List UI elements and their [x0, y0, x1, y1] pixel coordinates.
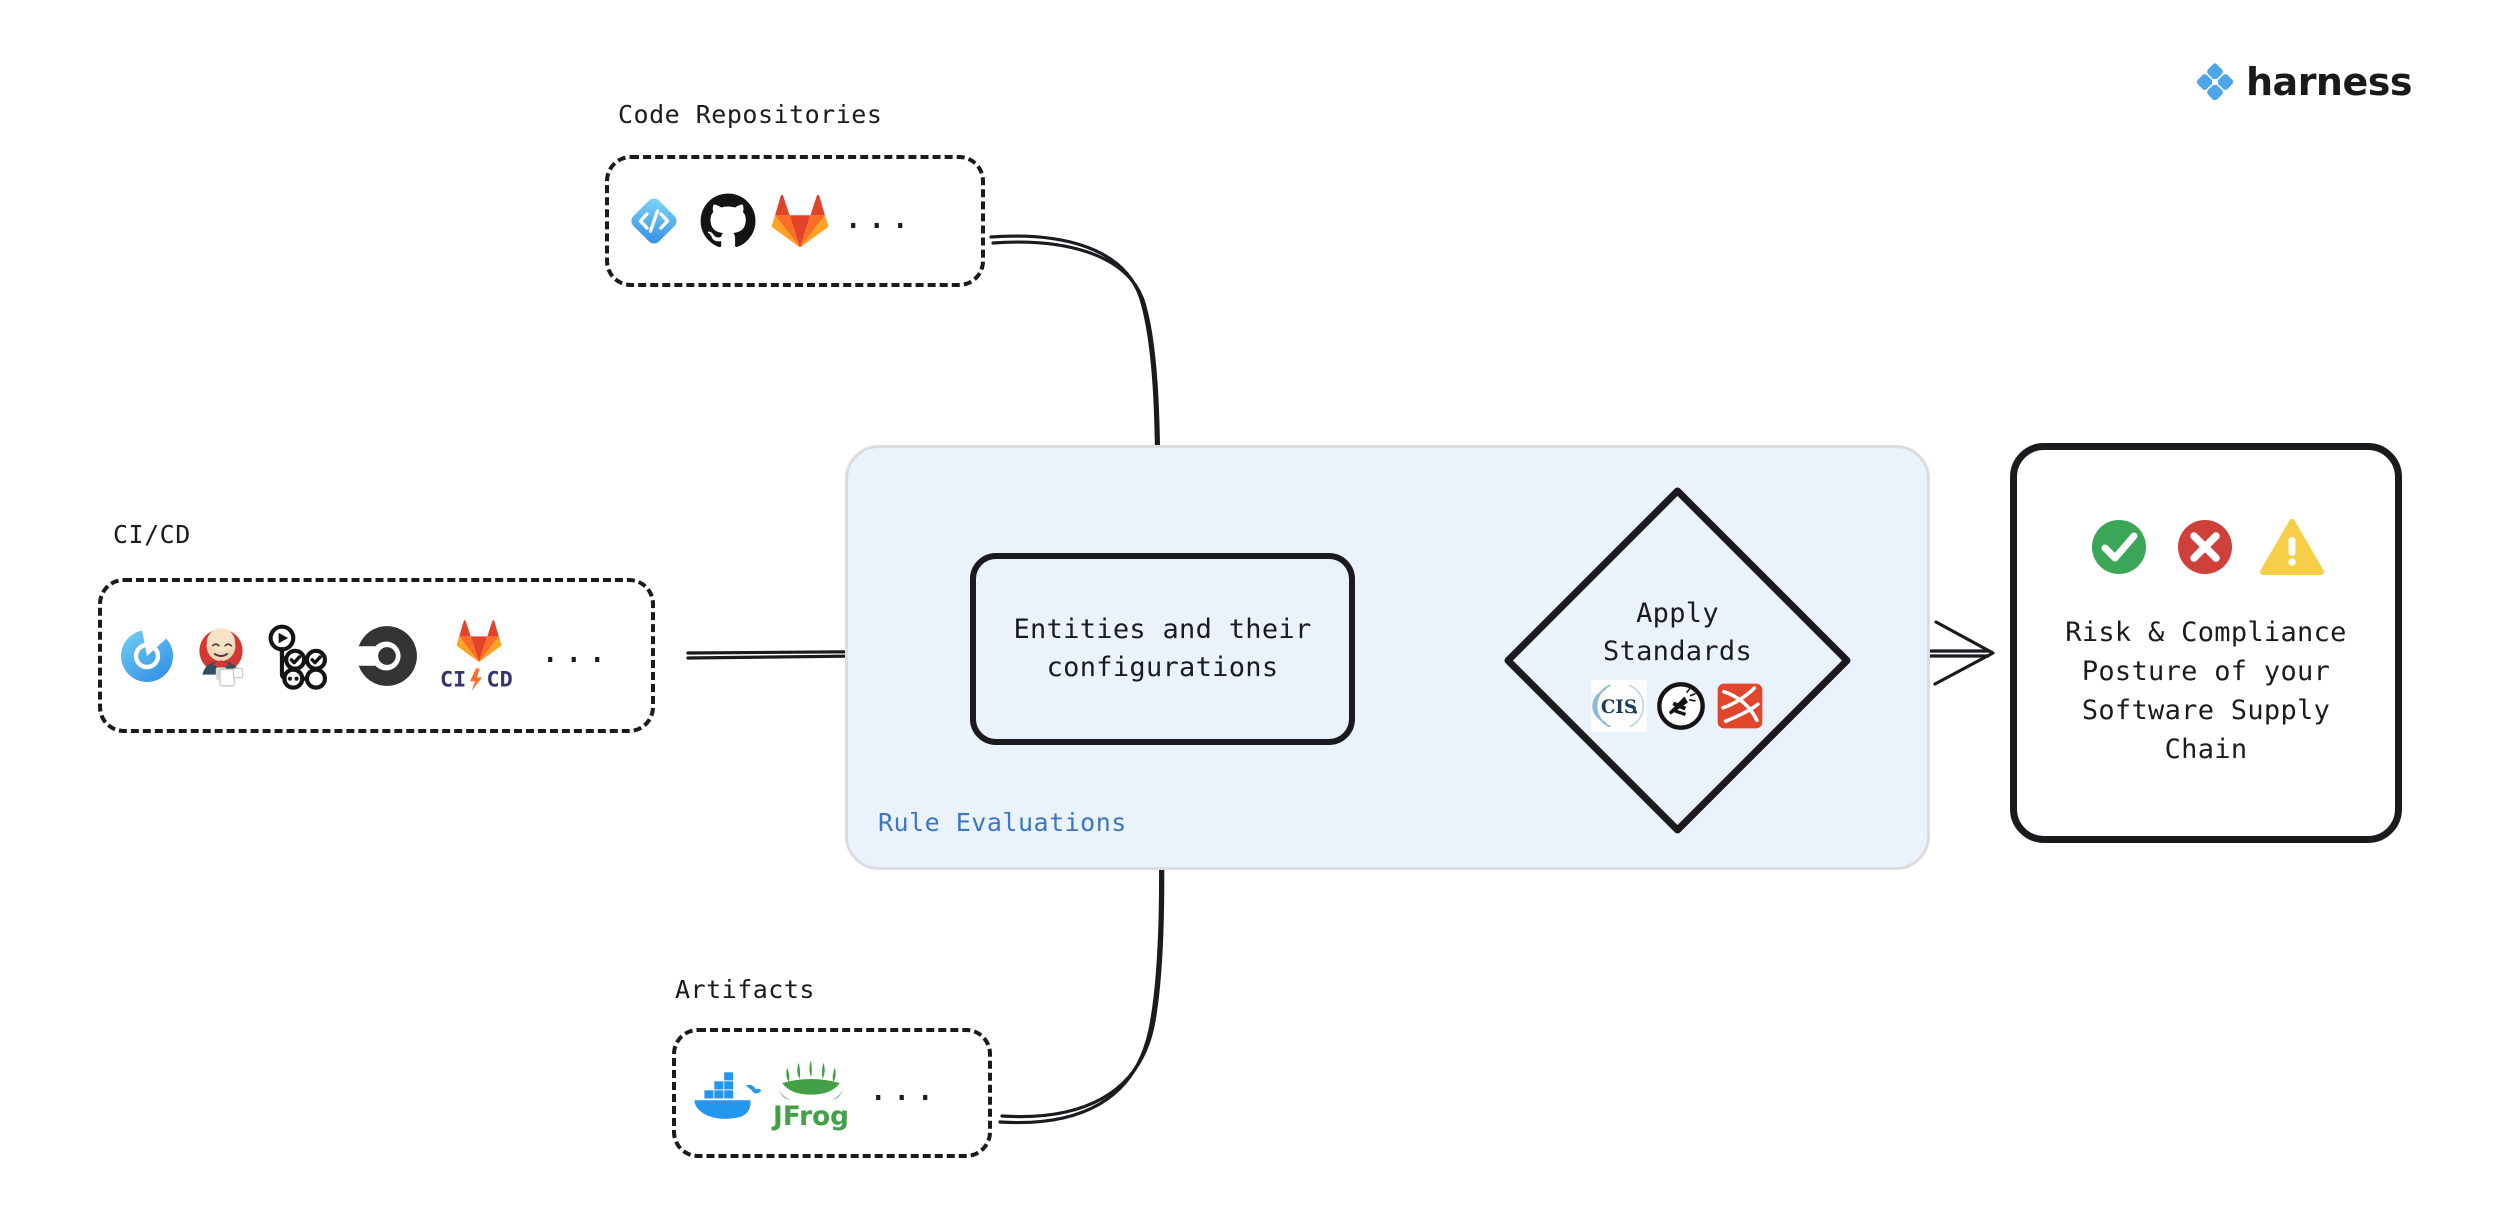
group-box-ci-cd[interactable]: CI CD ... — [98, 578, 655, 733]
gitlab-icon[interactable] — [771, 192, 829, 250]
group-box-artifacts[interactable]: JFrog ... — [672, 1028, 992, 1158]
group-label-code-repositories: Code Repositories — [618, 100, 883, 129]
owasp-icon[interactable] — [1715, 681, 1765, 731]
github-icon[interactable] — [699, 192, 757, 250]
apply-standards-diamond-shape — [1504, 487, 1851, 834]
harness-logo: harness — [2194, 60, 2413, 104]
github-actions-icon[interactable] — [264, 622, 332, 690]
harness-code-icon[interactable] — [623, 190, 685, 252]
group-label-artifacts: Artifacts — [675, 975, 815, 1004]
error-circle-icon — [2175, 517, 2235, 577]
circleci-icon[interactable] — [354, 623, 420, 689]
group-box-code-repositories[interactable]: ... — [605, 155, 985, 287]
risk-compliance-outcome-node[interactable]: Risk & Compliance Posture of your Softwa… — [2010, 443, 2402, 843]
group-label-ci-cd: CI/CD — [113, 520, 191, 549]
jfrog-icon[interactable]: JFrog — [771, 1056, 849, 1132]
docker-icon[interactable] — [690, 1062, 762, 1124]
group-ellipsis-artifacts: ... — [868, 1068, 939, 1109]
svg-text:JFrog: JFrog — [771, 1102, 849, 1132]
cis-icon[interactable]: CIS — [1590, 680, 1647, 733]
jenkins-icon[interactable] — [188, 623, 254, 689]
group-ellipsis-code-repositories: ... — [843, 196, 914, 237]
gitlab-cicd-icon[interactable]: CI CD — [440, 618, 518, 694]
risk-compliance-label: Risk & Compliance Posture of your Softwa… — [2065, 616, 2347, 766]
harness-wordmark: harness — [2246, 60, 2413, 104]
harness-ci-icon[interactable] — [116, 625, 178, 687]
warning-triangle-icon — [2260, 518, 2324, 576]
apply-standards-node[interactable]: Apply Standards CIS — [1500, 483, 1855, 838]
status-icon-row — [2089, 517, 2324, 577]
harness-diamond-icon — [2194, 61, 2236, 103]
svg-text:CI: CI — [440, 667, 466, 692]
rule-evaluations-label: Rule Evaluations — [878, 808, 1127, 837]
svg-text:CIS: CIS — [1600, 697, 1636, 718]
entities-configurations-node[interactable]: Entities and their configurations — [970, 553, 1355, 745]
svg-text:CD: CD — [487, 667, 513, 692]
entities-configurations-label: Entities and their configurations — [1013, 613, 1312, 683]
group-ellipsis-ci-cd: ... — [540, 631, 611, 672]
apply-standards-label: Apply Standards — [1603, 597, 1752, 667]
check-circle-icon — [2089, 517, 2149, 577]
standards-icon-row: CIS — [1590, 680, 1765, 733]
openssf-icon[interactable] — [1655, 680, 1707, 732]
